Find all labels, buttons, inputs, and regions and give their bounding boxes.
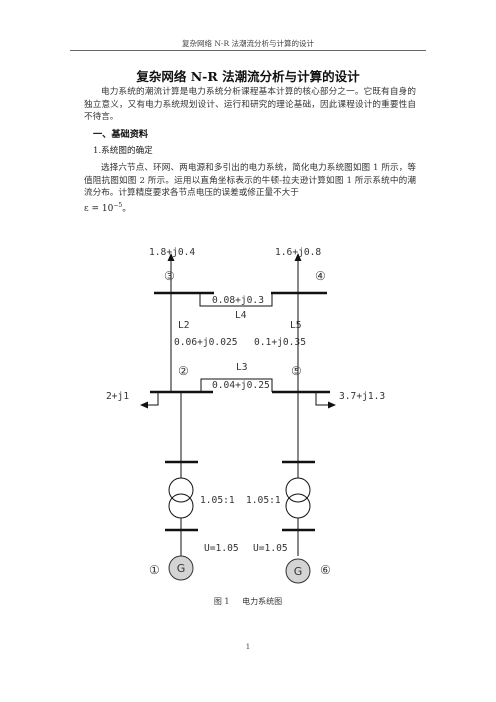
L5-impedance: 0.1+j0.35 (254, 337, 306, 348)
load-arrow-5 (315, 392, 330, 406)
transformer-right-ratio: 1.05:1 (246, 495, 281, 506)
L3-label: L3 (236, 362, 248, 373)
transformer-right-secondary (285, 493, 311, 519)
arrowhead-3 (167, 253, 175, 261)
line-L4 (199, 293, 273, 307)
transformer-right-primary (285, 477, 311, 503)
header-rule (70, 50, 426, 51)
load-2-label: 2+j1 (106, 391, 129, 402)
node-3-label: ③ (164, 269, 175, 283)
intro-paragraph: 电力系统的潮流计算是电力系统分析课程基本计算的核心部分之一。它既有自身的独立意义… (84, 87, 416, 123)
subsection-heading: 1.系统图的确定 (93, 146, 153, 156)
voltage-left: U=1.05 (204, 543, 239, 554)
precision-formula: ε = 10−5。 (84, 201, 131, 214)
arrowhead-4 (294, 253, 302, 261)
L2-label: L2 (178, 320, 190, 331)
section-heading: 一、基础资料 (93, 129, 149, 140)
transformer-left-primary (168, 477, 194, 503)
L3-impedance: 0.04+j0.25 (212, 380, 270, 391)
epsilon-lhs: ε = 10 (84, 204, 114, 214)
gen-right-label: G (294, 565, 303, 578)
node-2-label: ② (178, 364, 189, 378)
line-L3 (200, 378, 273, 392)
load-3-label: 1.8+j0.4 (149, 247, 195, 258)
L4-label: L4 (235, 310, 247, 321)
generator-right (285, 558, 311, 584)
load-arrow-2 (146, 392, 159, 406)
arrowhead-5 (328, 401, 336, 409)
body-paragraph: 选择六节点、环网、两电源和多引出的电力系统，简化电力系统图如图 1 所示，等值阻… (84, 163, 416, 199)
arrowhead-2 (140, 401, 148, 409)
gen-left-label: G (177, 562, 186, 575)
node-4-label: ④ (315, 269, 326, 283)
page-header: 复杂网络 N-R 法潮流分析与计算的设计 (181, 39, 314, 48)
transformer-left-secondary (168, 493, 194, 519)
page-number: 1 (245, 643, 251, 651)
epsilon-tail: 。 (122, 204, 132, 214)
epsilon-exponent: −5 (113, 202, 123, 209)
load-4-label: 1.6+j0.8 (275, 247, 321, 258)
figure-caption: 图 1 电力系统图 (213, 597, 283, 606)
document-title: 复杂网络 N-R 法潮流分析与计算的设计 (136, 69, 360, 84)
transformer-left-ratio: 1.05:1 (200, 495, 235, 506)
load-5-label: 3.7+j1.3 (339, 391, 385, 402)
L2-impedance: 0.06+j0.025 (174, 337, 238, 348)
node-1-label: ① (149, 563, 160, 577)
generator-left (168, 555, 194, 581)
node-5-label: ⑤ (291, 364, 302, 378)
node-6-label: ⑥ (320, 563, 331, 577)
L5-label: L5 (290, 320, 302, 331)
voltage-right: U=1.05 (253, 543, 288, 554)
line-34-impedance: 0.08+j0.3 (212, 295, 264, 306)
